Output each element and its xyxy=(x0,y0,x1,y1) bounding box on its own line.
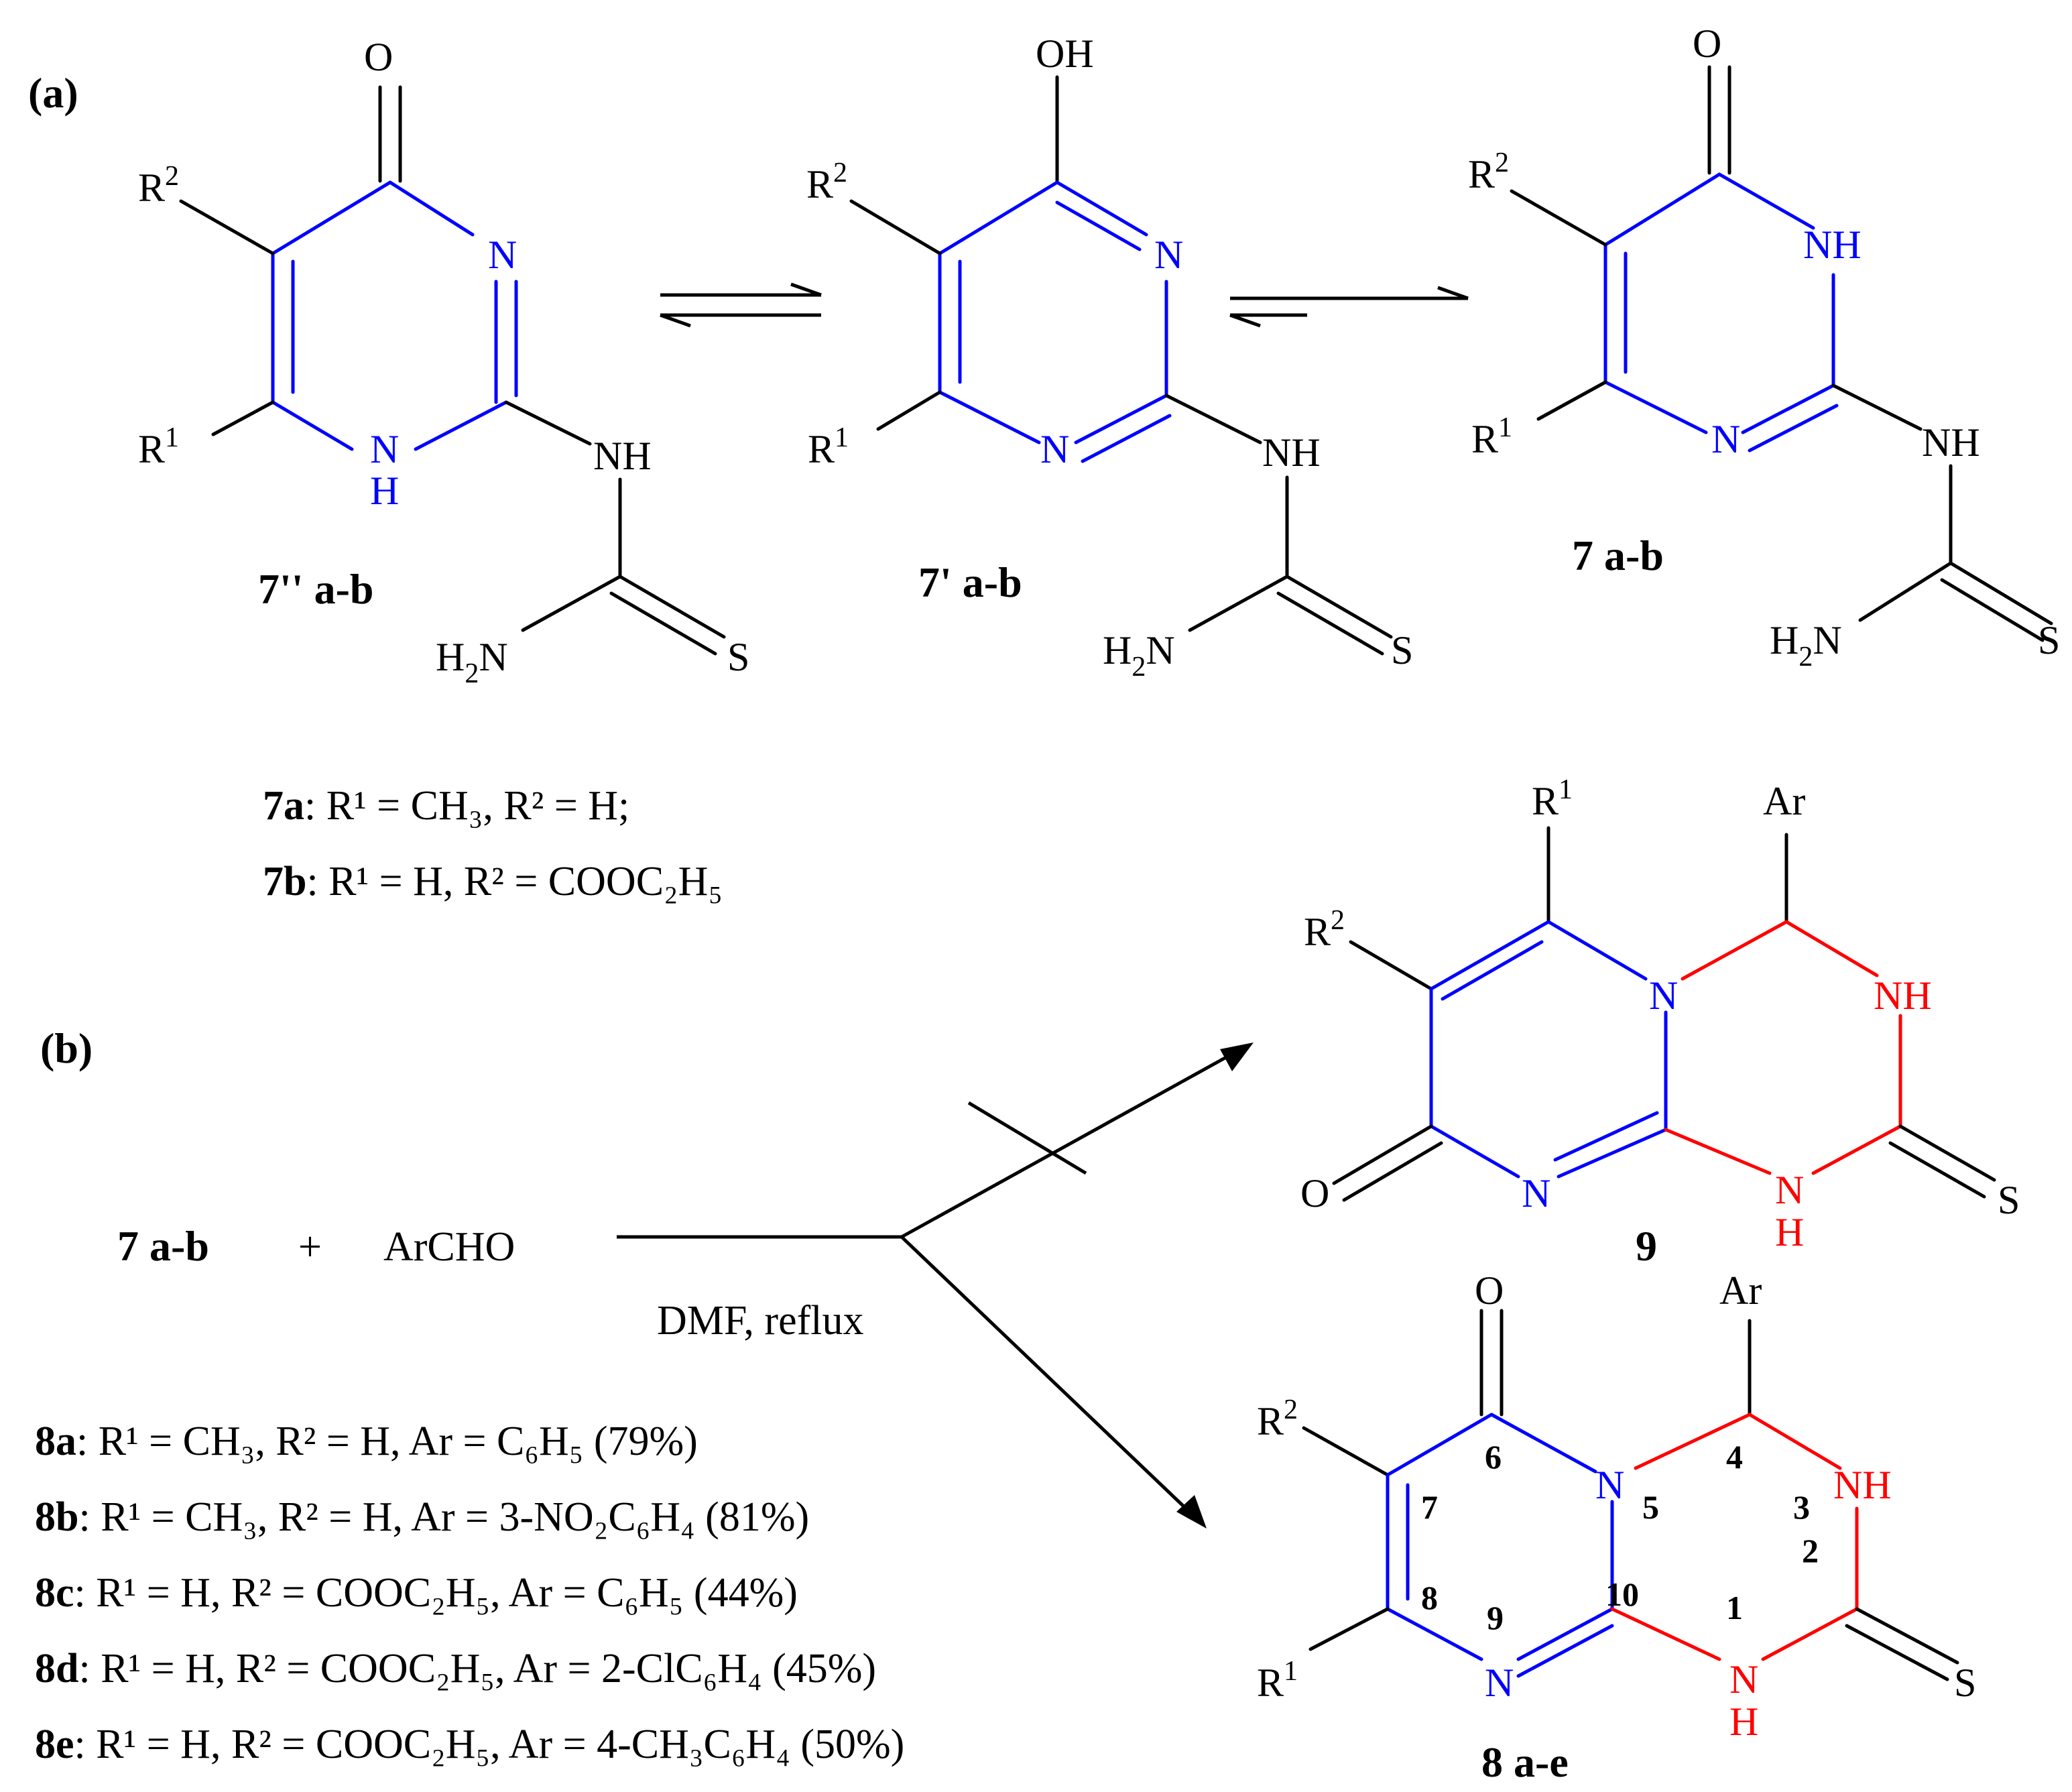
ring-number: 5 xyxy=(1642,1488,1659,1526)
atom-N: N xyxy=(1522,1171,1550,1215)
atom-NH: NH xyxy=(1262,430,1321,475)
structure-7-prime xyxy=(849,75,1393,656)
atom-H2N: H2N xyxy=(1103,628,1175,682)
plus-sign: + xyxy=(298,1224,322,1270)
product-8d: 8d: R¹ = H, R² = COOC₂H₅, Ar = 2-ClC₆H₄ … xyxy=(35,1646,876,1691)
atom-O: O xyxy=(1475,1268,1504,1313)
atom-NH: NH xyxy=(593,434,652,478)
atom-O: O xyxy=(1693,21,1721,66)
panel-b-label: (b) xyxy=(40,1024,93,1072)
compound-label-7-double-prime: 7'' a-b xyxy=(258,565,373,613)
ring-number: 4 xyxy=(1726,1438,1743,1476)
compound-label-8: 8 a-e xyxy=(1481,1738,1569,1786)
atom-NH: NH xyxy=(1874,973,1932,1018)
atom-R1: R1 xyxy=(1257,1656,1298,1705)
equilibrium-arrows-1 xyxy=(660,282,822,328)
definition-7b: 7b: R¹ = H, R² = COOC₂H₅ xyxy=(263,859,723,904)
atom-N: N xyxy=(1595,1463,1624,1507)
structure-8 xyxy=(1302,1309,1959,1681)
atom-H: H xyxy=(370,469,399,513)
panel-a-label: (a) xyxy=(28,69,78,117)
structure-7 xyxy=(1510,65,2053,642)
atom-S: S xyxy=(1391,628,1413,672)
ring-number: 9 xyxy=(1487,1599,1504,1636)
definition-7a: 7a: R¹ = CH₃, R² = H; xyxy=(263,783,629,829)
compound-label-9: 9 xyxy=(1636,1222,1657,1270)
atom-S: S xyxy=(727,635,749,679)
ring-number: 6 xyxy=(1485,1438,1502,1476)
atom-NH: NH xyxy=(1803,223,1862,267)
atom-R1: R1 xyxy=(138,422,179,471)
atom-R2: R2 xyxy=(1304,905,1345,954)
atom-O: O xyxy=(364,35,393,79)
ring-number: 8 xyxy=(1421,1579,1438,1616)
atom-N: N xyxy=(1729,1657,1758,1701)
atom-H2N: H2N xyxy=(1770,618,1842,672)
product-8e: 8e: R¹ = H, R² = COOC₂H₅, Ar = 4-CH₃C₆H₄… xyxy=(35,1722,904,1767)
ring-number: 1 xyxy=(1726,1589,1743,1626)
ring-number: 10 xyxy=(1605,1575,1639,1613)
product-8a: 8a: R¹ = CH₃, R² = H, Ar = C₆H₅ (79%) xyxy=(35,1419,698,1464)
product-8b: 8b: R¹ = CH₃, R² = H, Ar = 3-NO₂C₆H₄ (81… xyxy=(35,1494,809,1540)
atom-N: N xyxy=(1485,1661,1514,1705)
atom-H2N: H2N xyxy=(436,635,508,689)
atom-R1: R1 xyxy=(808,422,849,471)
conditions-label: DMF, reflux xyxy=(657,1298,863,1343)
atom-N: N xyxy=(1775,1168,1804,1212)
atom-Ar: Ar xyxy=(1719,1268,1762,1313)
ring-numbering: 1 2 3 4 5 6 7 8 9 10 xyxy=(1421,1438,1819,1636)
atom-H: H xyxy=(1729,1699,1758,1744)
structure-9 xyxy=(1332,826,1996,1202)
compound-label-7: 7 a-b xyxy=(1572,532,1664,579)
atom-H: H xyxy=(1775,1210,1804,1254)
atom-OH: OH xyxy=(1036,32,1094,76)
atom-NH: NH xyxy=(1833,1463,1892,1507)
atom-N: N xyxy=(1711,417,1740,461)
atom-R1: R1 xyxy=(1471,412,1512,461)
atom-N: N xyxy=(1040,427,1069,471)
ring-number: 3 xyxy=(1793,1488,1810,1526)
atom-N: N xyxy=(1649,973,1678,1018)
compound-label-7-prime: 7' a-b xyxy=(918,558,1022,606)
atom-R2: R2 xyxy=(138,161,179,210)
atom-R1: R1 xyxy=(1532,774,1573,823)
atom-S: S xyxy=(2038,618,2060,662)
ring-number: 7 xyxy=(1421,1488,1438,1526)
product-8c: 8c: R¹ = H, R² = COOC₂H₅, Ar = C₆H₅ (44%… xyxy=(35,1570,798,1616)
reaction-arrows xyxy=(617,1042,1254,1529)
atom-R2: R2 xyxy=(1257,1394,1298,1443)
atom-N: N xyxy=(488,233,517,277)
atom-S: S xyxy=(1998,1178,2020,1222)
atom-Ar: Ar xyxy=(1763,779,1805,823)
blocked-route-cross xyxy=(967,1101,1087,1175)
atom-R2: R2 xyxy=(806,158,847,206)
ring-number: 2 xyxy=(1802,1532,1819,1569)
atom-NH: NH xyxy=(1922,420,1980,465)
equilibrium-arrows-2 xyxy=(1229,286,1469,328)
atom-O: O xyxy=(1300,1171,1329,1215)
atom-N: N xyxy=(1154,233,1183,277)
atom-N: N xyxy=(370,427,399,471)
reagent-label: ArCHO xyxy=(383,1224,515,1270)
atom-R2: R2 xyxy=(1468,147,1509,196)
structure-7-double-prime xyxy=(179,85,726,656)
reactant-label: 7 a-b xyxy=(117,1222,209,1270)
atom-S: S xyxy=(1954,1661,1976,1705)
